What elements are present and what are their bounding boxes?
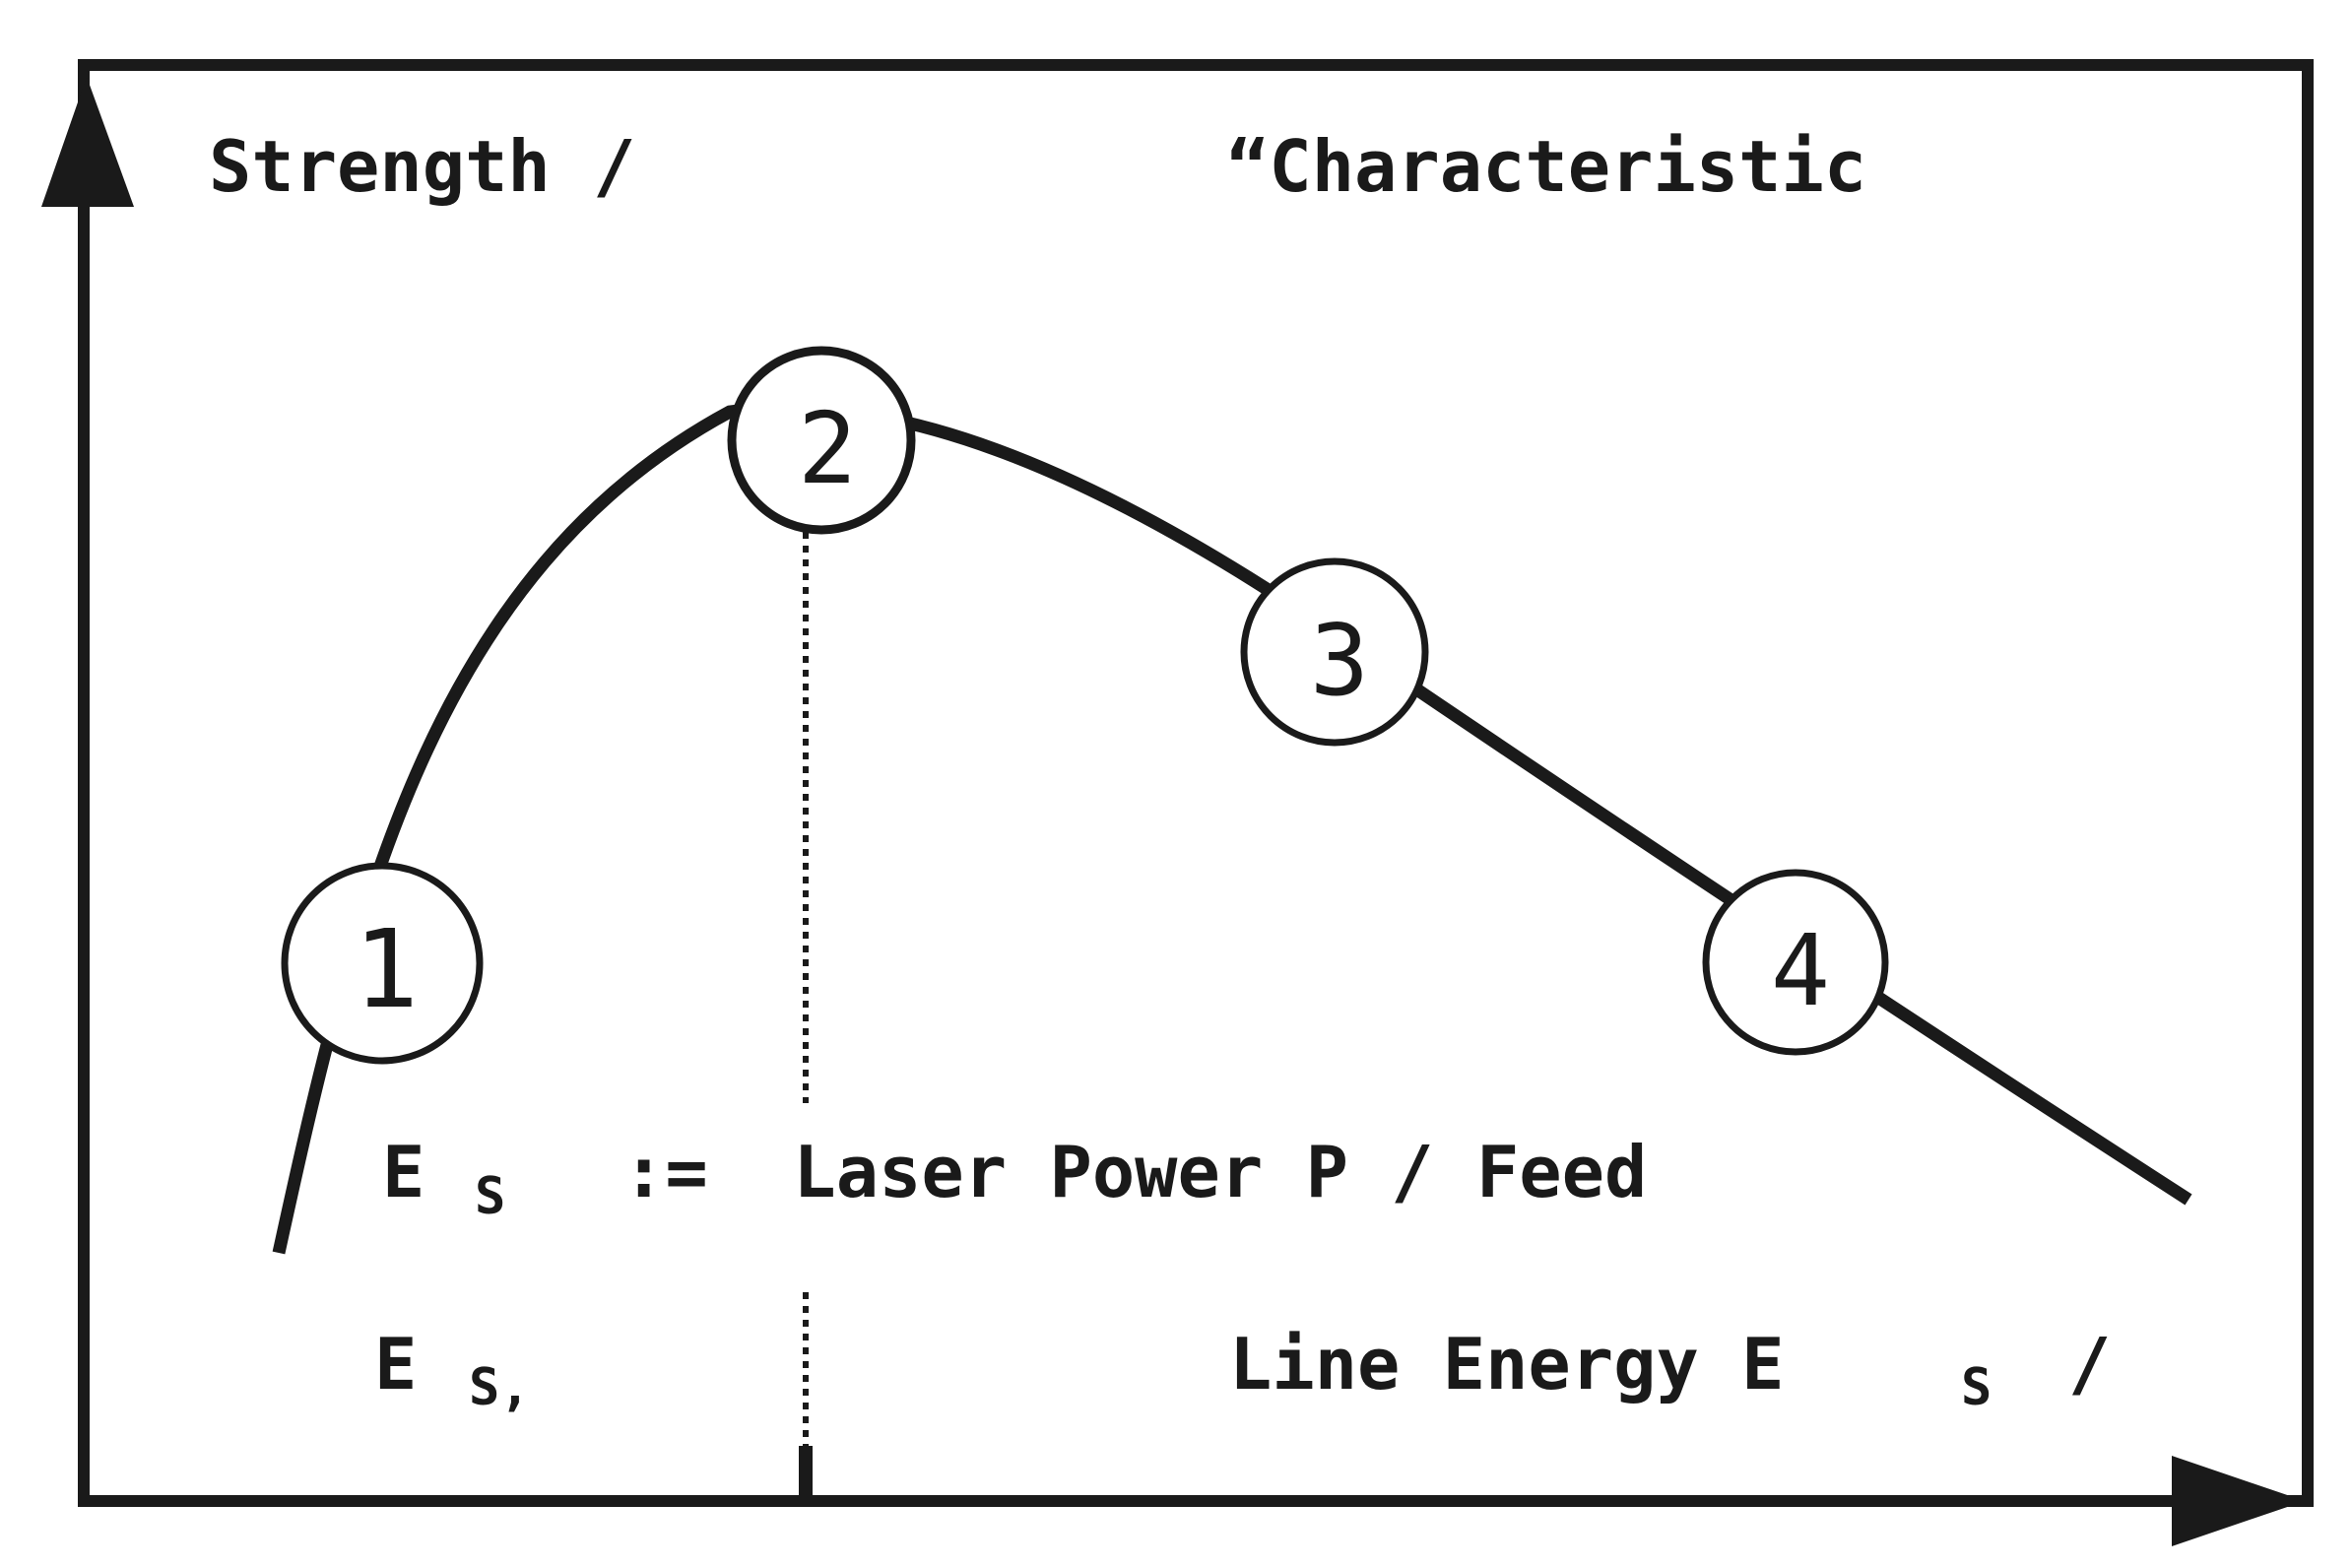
x-axis-label-subscript: S	[1961, 1358, 1992, 1417]
line-energy-definition: E S := Laser Power P / Feed	[382, 1131, 1647, 1226]
optimum-energy-symbol: E	[374, 1323, 417, 1405]
definition-subscript: S	[475, 1167, 505, 1226]
y-axis-label: Strength /	[209, 125, 635, 208]
point-marker-1: 1	[281, 862, 484, 1065]
definition-text: := Laser Power P / Feed	[622, 1131, 1647, 1213]
point-label-2: 2	[798, 391, 857, 506]
x-axis-arrow-icon	[2172, 1456, 2305, 1546]
point-marker-2: 2	[727, 346, 916, 535]
y-axis-arrow-icon	[41, 77, 134, 207]
optimum-energy-marker: E S,	[374, 1323, 531, 1417]
x-axis-label-text: Line Energy E	[1229, 1323, 1785, 1405]
point-label-1: 1	[354, 906, 419, 1032]
optimum-energy-subscript: S,	[469, 1358, 531, 1417]
x-axis-label-slash: /	[2068, 1323, 2111, 1405]
point-label-4: 4	[1771, 913, 1830, 1028]
strength-curve	[272, 401, 2192, 1255]
x-axis-label: Line Energy E S /	[1229, 1323, 2111, 1417]
point-marker-3: 3	[1240, 557, 1429, 747]
definition-symbol: E	[382, 1131, 425, 1213]
diagram-title: “Characteristic	[1226, 125, 1866, 208]
point-marker-4: 4	[1702, 869, 1889, 1056]
point-label-3: 3	[1310, 603, 1369, 718]
